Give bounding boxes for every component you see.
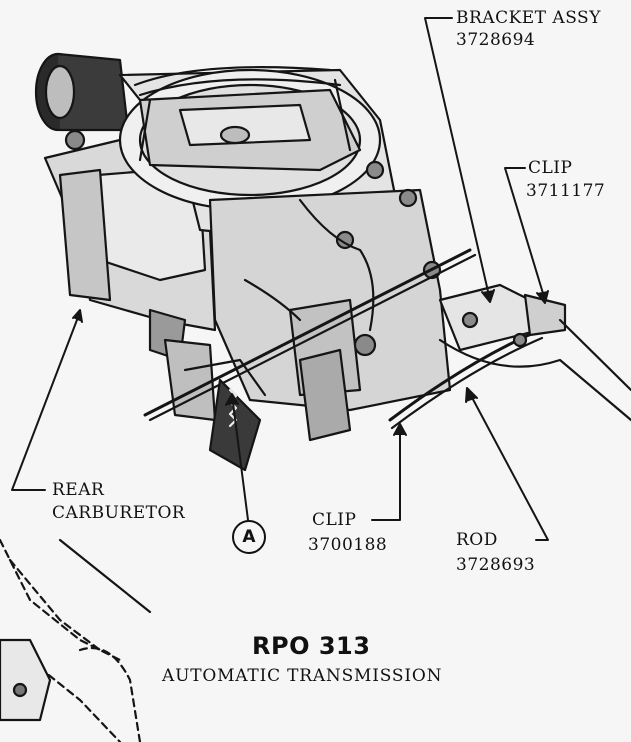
linkage-rods (143, 198, 562, 430)
clip-bottom-part-number: 3700188 (308, 535, 388, 555)
rod-label: ROD (456, 530, 498, 550)
manifold-outline (0, 538, 142, 742)
callout-a-marker: A (232, 520, 266, 554)
rear-carburetor-label-line1: REAR (52, 480, 105, 500)
rear-carburetor-label-line2: CARBURETOR (52, 503, 186, 523)
bracket-assy-part-number: 3728694 (456, 30, 536, 50)
caption-title: RPO 313 (252, 632, 371, 660)
manifold-bracket (0, 538, 152, 722)
throttle-body (64, 129, 452, 442)
air-cleaner-snorkel (34, 52, 130, 132)
caption-subtitle: AUTOMATIC TRANSMISSION (162, 666, 443, 686)
leader-lines (11, 17, 549, 541)
clip-top-part-number: 3711177 (526, 181, 606, 201)
bracket-assembly (438, 283, 631, 422)
rod-part-number: 3728693 (456, 555, 536, 575)
bracket-assy-label: BRACKET ASSY (456, 8, 601, 28)
clip-bottom-label: CLIP (312, 510, 357, 530)
clip-top-label: CLIP (528, 158, 573, 178)
